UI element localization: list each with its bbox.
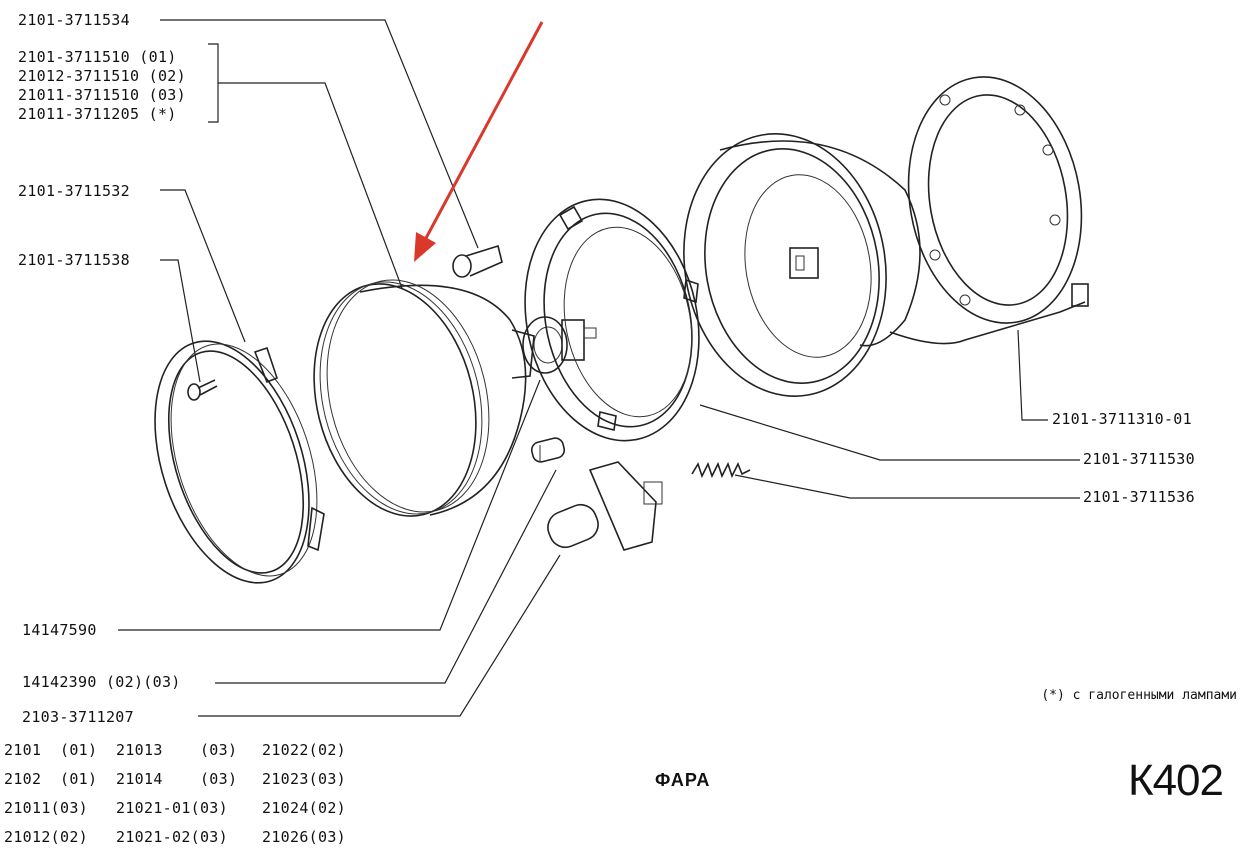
table-cell: 2101 (01)	[4, 741, 98, 759]
model-table: 2101 (01) 21013 (03) 21022(02) 2102 (01)…	[4, 740, 346, 856]
label-3711207: 2103-3711207	[22, 708, 134, 726]
table-cell: 21023(03)	[262, 770, 346, 788]
rim-screw	[187, 379, 218, 401]
leader-3711530	[699, 404, 1080, 461]
leader-3711310	[1017, 329, 1048, 421]
table-cell: 21011(03)	[4, 799, 88, 817]
table-cell: 21021-02(03)	[116, 828, 228, 846]
table-row: 21011(03) 21021-01(03) 21024(02)	[4, 798, 346, 827]
side-bulb	[530, 437, 566, 463]
label-3711310-01: 2101-3711310-01	[1052, 410, 1192, 428]
leader-lines	[118, 19, 1080, 717]
leader-3711536	[734, 474, 1080, 499]
outer-rim	[154, 340, 325, 584]
table-cell: 21013 (03)	[116, 741, 238, 759]
table-row: 2102 (01) 21014 (03) 21023(03)	[4, 769, 346, 798]
label-3711536: 2101-3711536	[1083, 488, 1195, 506]
leader-14142390	[215, 469, 557, 684]
table-cell: 21024(02)	[262, 799, 346, 817]
page-code: К402	[1127, 756, 1224, 805]
leader-3711207	[198, 554, 561, 717]
label-14142390: 14142390 (02)(03)	[22, 673, 181, 691]
label-3711510-01: 2101-3711510 (01)	[18, 48, 177, 66]
bracket-3711510	[208, 43, 219, 123]
leader-3711532	[160, 189, 246, 343]
label-3711532: 2101-3711532	[18, 182, 130, 200]
headlamp-lens	[313, 279, 535, 517]
bulb-holder	[522, 316, 597, 374]
table-cell: 21014 (03)	[116, 770, 238, 788]
page-title: ФАРА	[655, 770, 711, 790]
table-cell: 21012(02)	[4, 828, 88, 846]
headlamp-housing	[683, 133, 921, 397]
table-row: 21012(02) 21021-02(03) 21026(03)	[4, 827, 346, 856]
halogen-bulb	[547, 461, 663, 551]
label-14147590: 14147590	[22, 621, 97, 639]
spring	[691, 461, 751, 479]
label-3711510-03: 21011-3711510 (03)	[18, 86, 186, 104]
leader-3711510	[218, 82, 403, 289]
table-cell: 21021-01(03)	[116, 799, 228, 817]
red-arrow	[414, 21, 544, 262]
label-3711538: 2101-3711538	[18, 251, 130, 269]
mounting-ring	[524, 198, 700, 442]
label-3711534: 2101-3711534	[18, 11, 130, 29]
adjusting-screw	[452, 244, 503, 278]
back-plate	[889, 76, 1089, 345]
table-row: 2101 (01) 21013 (03) 21022(02)	[4, 740, 346, 769]
table-cell: 21026(03)	[262, 828, 346, 846]
table-cell: 2102 (01)	[4, 770, 98, 788]
table-cell: 21022(02)	[262, 741, 346, 759]
halogen-footnote: (*) с галогенными лампами	[1041, 688, 1237, 703]
label-3711510-02: 21012-3711510 (02)	[18, 67, 186, 85]
leader-3711538	[160, 259, 201, 383]
label-3711205: 21011-3711205 (*)	[18, 105, 177, 123]
label-3711530: 2101-3711530	[1083, 450, 1195, 468]
leader-14147590	[118, 379, 541, 631]
leader-3711534	[160, 19, 479, 249]
